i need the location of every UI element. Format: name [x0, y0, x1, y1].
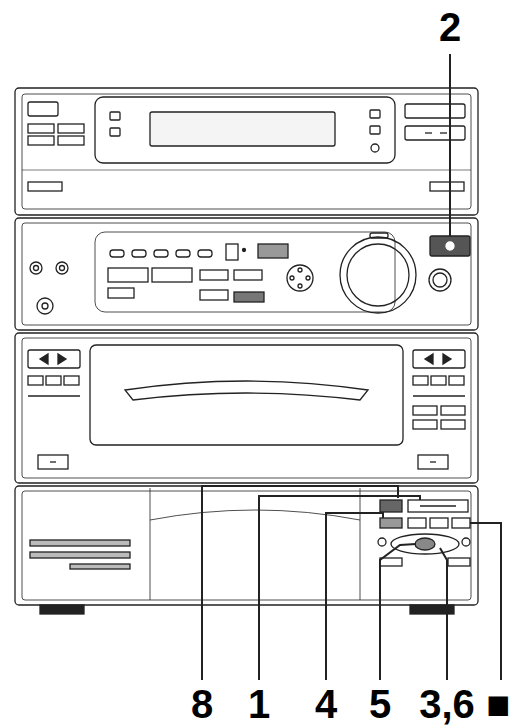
callout-number: 1	[246, 683, 272, 725]
callout-number: ■	[484, 683, 512, 725]
callout-number: 8	[189, 683, 215, 725]
callout-number: 4	[313, 683, 339, 725]
leader-lines	[202, 54, 501, 680]
callout-number: 2	[437, 6, 463, 48]
callout-number: 3,6	[417, 683, 477, 725]
callout-number: 5	[367, 683, 393, 725]
